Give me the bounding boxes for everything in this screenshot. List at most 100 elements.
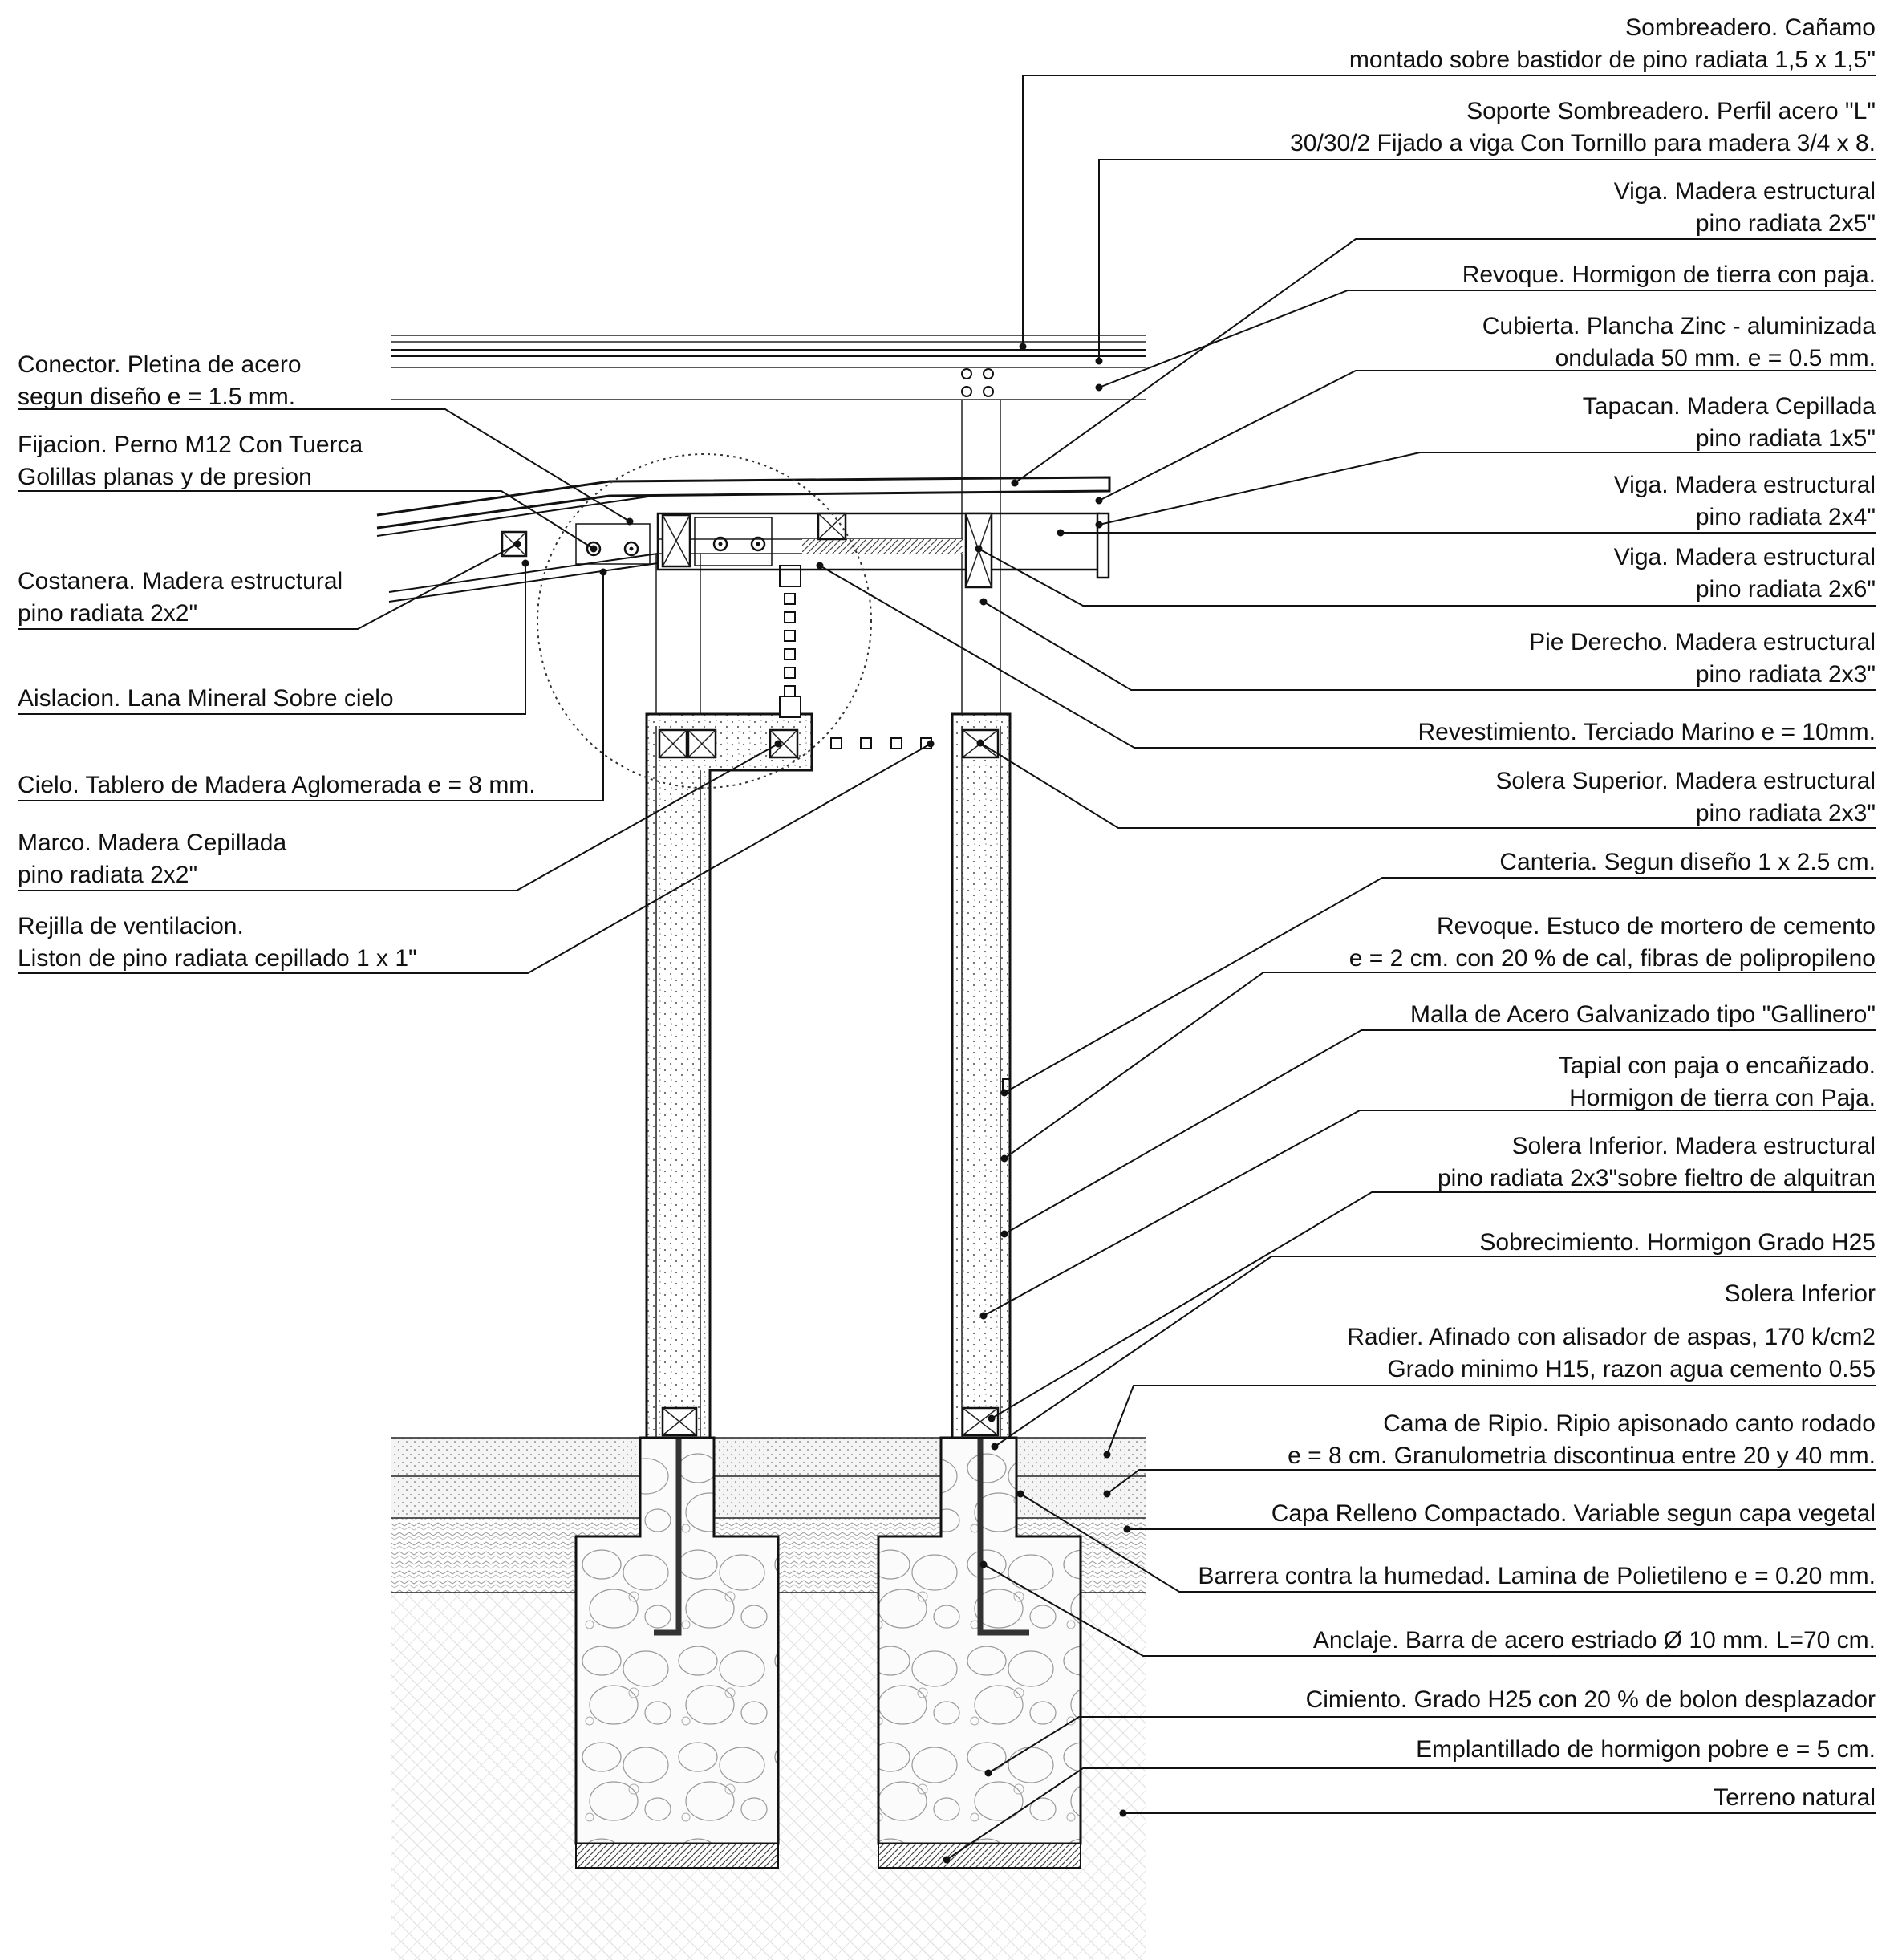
label-emplantillado-line-1: Emplantillado de hormigon pobre e = 5 cm… — [1416, 1736, 1876, 1763]
label-soporte-sombreadero-line-1: Soporte Sombreadero. Perfil acero "L" — [1466, 98, 1876, 124]
leader-terreno-dot — [1119, 1809, 1127, 1817]
leader-costanera-dot — [513, 540, 521, 548]
tapial-right — [951, 712, 1012, 1439]
leader-revoque-estuco — [1004, 972, 1876, 1159]
label-solera-inferior-2x3-line-2: pino radiata 2x3"sobre fieltro de alquit… — [1438, 1165, 1876, 1191]
label-viga-2x4-line-2: pino radiata 2x4" — [1696, 504, 1876, 530]
foundation-right — [877, 1436, 1082, 1869]
label-cama-ripio-line-2: e = 8 cm. Granulometria discontinua entr… — [1288, 1443, 1876, 1469]
label-conector-line-2: segun diseño e = 1.5 mm. — [18, 383, 295, 410]
leader-tapacan — [1098, 452, 1876, 526]
label-sombreadero-line-1: Sombreadero. Cañamo — [1625, 14, 1876, 41]
label-sombreadero-line-2: montado sobre bastidor de pino radiata 1… — [1349, 47, 1876, 73]
leader-tapacan-dot — [1095, 521, 1103, 529]
leader-barrera-dot — [1016, 1490, 1024, 1498]
leader-sombreadero-dot — [1019, 343, 1027, 351]
label-solera-superior-line-2: pino radiata 2x3" — [1696, 800, 1876, 826]
leader-sobrecimiento — [994, 1256, 1876, 1447]
wall-left — [645, 712, 813, 1439]
leader-cubierta — [1098, 370, 1876, 501]
label-tapial-line-2: Hormigon de tierra con Paja. — [1569, 1085, 1876, 1111]
label-cubierta-line-1: Cubierta. Plancha Zinc - aluminizada — [1482, 313, 1876, 339]
label-soporte-sombreadero-line-2: 30/30/2 Fijado a viga Con Tornillo para … — [1290, 130, 1876, 156]
label-marco-line-1: Marco. Madera Cepillada — [18, 830, 286, 856]
label-radier-line-2: Grado minimo H15, razon agua cemento 0.5… — [1387, 1356, 1876, 1382]
label-pie-derecho-line-2: pino radiata 2x3" — [1696, 661, 1876, 688]
leader-conector-dot — [626, 517, 634, 526]
leader-rejilla-dot — [927, 740, 935, 748]
leader-marco-dot — [774, 740, 782, 748]
leader-conector — [18, 408, 631, 522]
leader-aislacion-dot — [521, 559, 529, 567]
label-solera-inferior-line-1: Solera Inferior — [1725, 1280, 1876, 1307]
leader-sombreadero — [1022, 75, 1876, 347]
label-conector-line-1: Conector. Pletina de acero — [18, 351, 302, 378]
label-canteria-line-1: Canteria. Segun diseño 1 x 2.5 cm. — [1499, 849, 1876, 875]
leader-fijacion — [18, 490, 594, 550]
leader-soporte-sombreadero-dot — [1095, 357, 1103, 365]
leader-cama-ripio — [1106, 1469, 1876, 1495]
label-fijacion-line-2: Golillas planas y de presion — [18, 464, 312, 490]
foundation-left — [574, 1436, 780, 1869]
anclaje-left — [654, 1438, 682, 1636]
label-revoque-estuco-line-1: Revoque. Estuco de mortero de cemento — [1437, 913, 1876, 939]
label-tapacan-line-1: Tapacan. Madera Cepillada — [1583, 393, 1876, 420]
label-revoque-estuco-line-2: e = 2 cm. con 20 % de cal, fibras de pol… — [1349, 945, 1876, 972]
leader-sobrecimiento-dot — [991, 1443, 999, 1451]
detail-callout-circle — [537, 453, 872, 789]
leader-revestimiento-dot — [816, 562, 824, 570]
label-solera-inferior-2x3-line-1: Solera Inferior. Madera estructural — [1511, 1133, 1876, 1159]
label-cimiento-line-1: Cimiento. Grado H25 con 20 % de bolon de… — [1306, 1686, 1876, 1713]
leader-capa-relleno-dot — [1123, 1525, 1131, 1533]
leader-cielo-dot — [599, 568, 607, 576]
leader-canteria-dot — [1000, 1089, 1008, 1097]
leader-solera-inferior-2x3 — [991, 1191, 1876, 1419]
label-rejilla-line-2: Liston de pino radiata cepillado 1 x 1" — [18, 945, 417, 972]
labels-right-column: Sombreadero. Cañamo montado sobre bastido… — [1198, 14, 1876, 1811]
label-rejilla-line-1: Rejilla de ventilacion. — [18, 913, 244, 939]
conector-plate-right — [694, 517, 773, 566]
leader-cimiento-dot — [984, 1769, 992, 1777]
wall-right — [951, 712, 1012, 1439]
emplantillado-left — [575, 1843, 779, 1869]
leader-anclaje — [983, 1564, 1876, 1657]
leader-radier — [1106, 1385, 1876, 1455]
label-cama-ripio-line-1: Cama de Ripio. Ripio apisonado canto rod… — [1383, 1410, 1876, 1437]
label-malla-line-1: Malla de Acero Galvanizado tipo "Galline… — [1410, 1001, 1876, 1028]
leader-cama-ripio-dot — [1103, 1490, 1111, 1498]
label-tapial-line-1: Tapial con paja o encañizado. — [1559, 1053, 1876, 1079]
label-pie-derecho-line-1: Pie Derecho. Madera estructural — [1529, 629, 1876, 655]
leader-viga-2x6-dot — [975, 545, 983, 553]
label-terreno-line-1: Terreno natural — [1714, 1784, 1876, 1811]
leader-pie-derecho — [983, 601, 1876, 691]
label-fijacion-line-1: Fijacion. Perno M12 Con Tuerca — [18, 432, 363, 458]
label-anclaje-line-1: Anclaje. Barra de acero estriado Ø 10 mm… — [1313, 1627, 1876, 1654]
conector-plate-left — [575, 523, 651, 565]
leader-cielo — [18, 572, 604, 801]
leader-viga-2x4-dot — [1057, 529, 1065, 537]
label-viga-2x4-line-1: Viga. Madera estructural — [1614, 472, 1876, 498]
leader-cimiento — [988, 1716, 1876, 1774]
leader-soporte-sombreadero — [1098, 159, 1876, 361]
leader-malla-dot — [1000, 1230, 1008, 1238]
leader-aislacion — [18, 563, 526, 715]
tapacan — [1096, 512, 1110, 579]
leader-malla — [1004, 1029, 1876, 1235]
emplantillado-right — [878, 1843, 1081, 1869]
radier-layer — [391, 1438, 1146, 1476]
leader-viga-2x6 — [978, 548, 1876, 607]
leader-solera-superior — [979, 742, 1876, 829]
leader-revoque-tierra — [1098, 290, 1876, 388]
leader-rejilla — [18, 743, 931, 974]
label-tapacan-line-2: pino radiata 1x5" — [1696, 425, 1876, 452]
label-revoque-tierra-line-1: Revoque. Hormigon de tierra con paja. — [1462, 262, 1876, 288]
anclaje-right — [977, 1438, 1029, 1636]
label-viga-2x6-line-1: Viga. Madera estructural — [1614, 544, 1876, 570]
label-cielo-line-1: Cielo. Tablero de Madera Aglomerada e = … — [18, 772, 536, 798]
leader-costanera — [18, 543, 518, 630]
label-viga-2x5-line-1: Viga. Madera estructural — [1614, 178, 1876, 205]
leader-viga-2x5-dot — [1011, 479, 1019, 487]
leader-viga-2x5 — [1014, 238, 1876, 484]
leader-marco — [18, 743, 779, 891]
